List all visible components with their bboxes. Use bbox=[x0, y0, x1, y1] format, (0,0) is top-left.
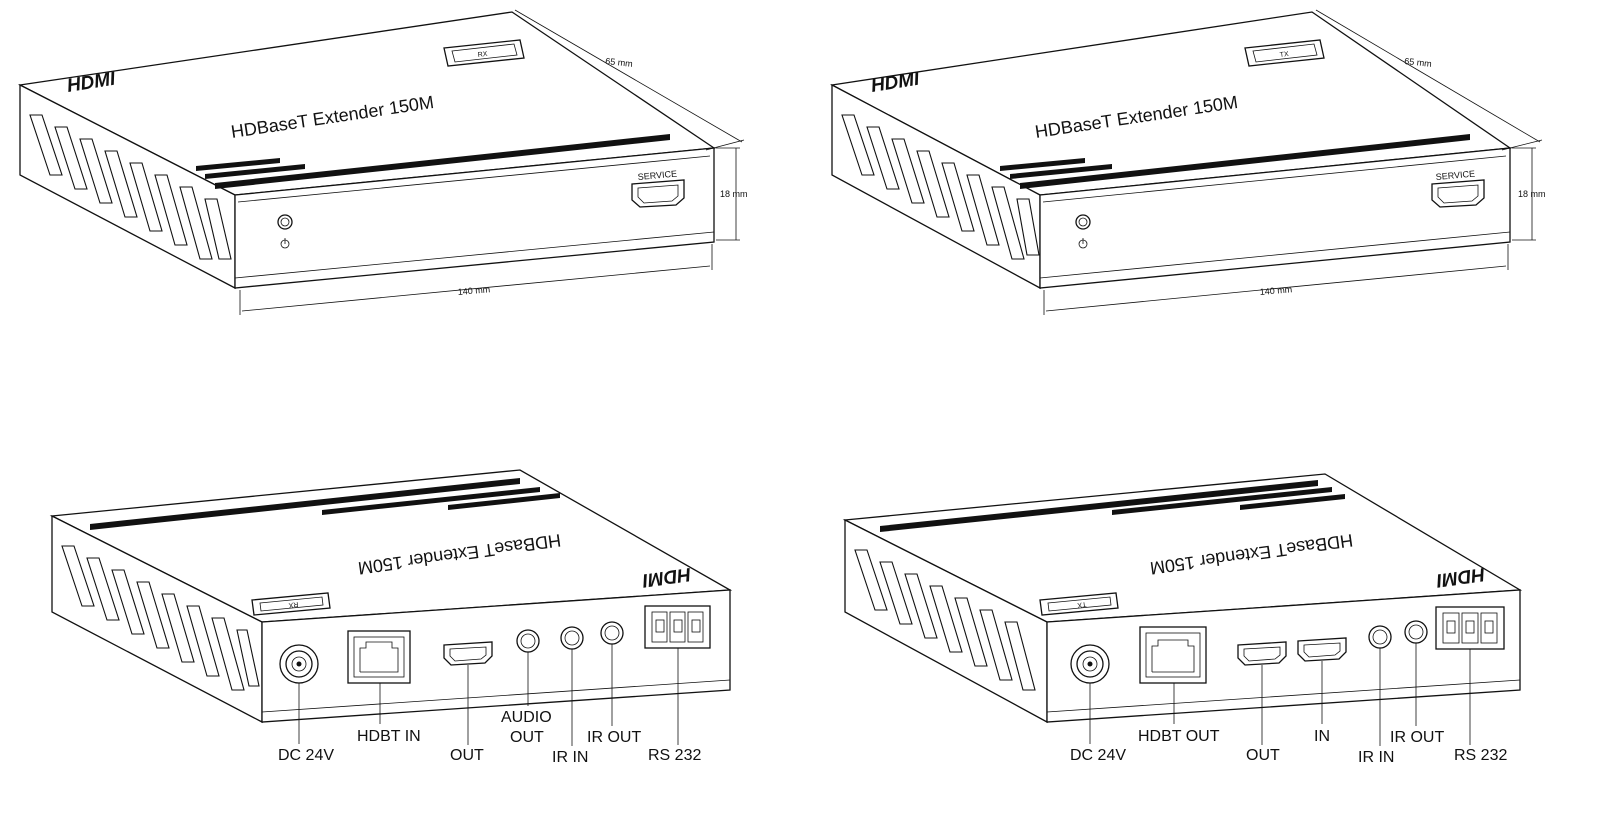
tx-front-service-port bbox=[1431, 179, 1485, 208]
rx-front-view: HDMI HDBaseT Extender 150M RX SERVICE 14… bbox=[17, 9, 748, 315]
rx-rear-hdbt-port bbox=[347, 630, 411, 684]
tx-front-front-face bbox=[1039, 147, 1511, 289]
tx-rear-label-dc: DC 24V bbox=[1070, 747, 1126, 764]
tx-front-dim-height: 18 mm bbox=[1512, 147, 1546, 241]
tx-rear-label-out: OUT bbox=[1246, 747, 1280, 764]
tx-rear-hdmi-in-port bbox=[1297, 637, 1347, 662]
tx-front-badge-frame bbox=[1244, 39, 1325, 67]
tx-front-side-vents bbox=[841, 114, 1040, 260]
tx-front-service-label: SERVICE bbox=[1435, 169, 1475, 182]
rx-rear-leader-lines bbox=[298, 644, 679, 746]
rx-front-service-port bbox=[631, 179, 685, 208]
rx-rear-stripe-1 bbox=[90, 478, 520, 530]
rx-front-badge-frame bbox=[443, 39, 525, 67]
tx-front-power-icon bbox=[1078, 238, 1088, 249]
rx-front-stripe-1 bbox=[196, 158, 280, 171]
rx-front-dim-height: 18 mm bbox=[716, 147, 748, 241]
rx-front-side-vents bbox=[29, 114, 232, 260]
rx-rear-stripe-2 bbox=[322, 487, 540, 515]
tx-rear-leader-lines bbox=[1089, 643, 1471, 746]
rx-front-upper-rim bbox=[237, 155, 711, 203]
rx-rear-back-face bbox=[261, 589, 731, 723]
rx-rear-side-vents bbox=[61, 545, 260, 691]
rx-front-stripe-2 bbox=[205, 164, 305, 179]
rx-rear-label-audio-2: OUT bbox=[510, 729, 544, 746]
rx-front-badge: RX bbox=[477, 51, 488, 59]
tx-rear-label-hdbt: HDBT OUT bbox=[1138, 728, 1220, 745]
tx-rear-label-ir-in: IR IN bbox=[1358, 749, 1394, 766]
rx-front-power-icon bbox=[280, 238, 290, 249]
tx-front-view: HDMI HDBaseT Extender 150M TX SERVICE 14… bbox=[829, 9, 1546, 315]
tx-rear-dc-port bbox=[1070, 644, 1110, 684]
rx-rear-label-ir-out: IR OUT bbox=[587, 729, 641, 746]
svg-text:65 mm: 65 mm bbox=[605, 56, 633, 69]
rx-rear-label-audio-1: AUDIO bbox=[501, 709, 552, 726]
tx-front-stripe-1 bbox=[1000, 158, 1085, 171]
tx-rear-stripe-2 bbox=[1112, 487, 1332, 515]
rx-front-power-button bbox=[277, 214, 293, 230]
tx-front-badge: TX bbox=[1279, 51, 1289, 59]
rx-front-service-label: SERVICE bbox=[637, 169, 677, 182]
tx-rear-hdbt-port bbox=[1139, 626, 1207, 684]
rx-rear-label-rs232: RS 232 bbox=[648, 747, 701, 764]
rx-rear-rs232-port bbox=[644, 605, 711, 649]
rx-rear-view: HDBaseT Extender 150M HDMI RX bbox=[49, 469, 733, 766]
tx-front-dim-depth: 65 mm bbox=[1315, 9, 1543, 151]
tx-rear-stripe-1 bbox=[880, 480, 1318, 532]
tx-rear-badge-frame bbox=[1039, 592, 1119, 616]
tx-rear-label-ir-out: IR OUT bbox=[1390, 729, 1444, 746]
rx-front-dim-depth: 65 mm bbox=[514, 9, 745, 151]
tx-rear-back-face bbox=[1046, 589, 1521, 723]
rx-rear-label-ir-in: IR IN bbox=[552, 749, 588, 766]
rx-front-rim bbox=[234, 231, 715, 279]
svg-text:140 mm: 140 mm bbox=[1259, 284, 1292, 297]
tx-rear-label-rs232: RS 232 bbox=[1454, 747, 1507, 764]
rx-rear-label-hdbt: HDBT IN bbox=[357, 728, 421, 745]
rx-rear-label-dc: DC 24V bbox=[278, 747, 334, 764]
rx-rear-badge: RX bbox=[288, 600, 299, 608]
rx-front-stripe-3 bbox=[215, 134, 670, 189]
rx-front-front-face bbox=[234, 147, 715, 289]
tx-front-stripe-3 bbox=[1020, 134, 1470, 189]
tx-rear-hdmi-out-port bbox=[1237, 641, 1287, 666]
rx-front-dim-width: 140 mm bbox=[239, 244, 713, 315]
tx-rear-label-in: IN bbox=[1314, 728, 1330, 745]
svg-text:18 mm: 18 mm bbox=[1518, 189, 1546, 199]
rx-rear-hdmi-out-port bbox=[443, 641, 493, 666]
svg-text:65 mm: 65 mm bbox=[1404, 56, 1432, 69]
svg-text:140 mm: 140 mm bbox=[457, 284, 490, 297]
rx-rear-stripe-3 bbox=[448, 493, 560, 510]
tx-rear-badge: TX bbox=[1077, 600, 1087, 608]
tx-front-power-button bbox=[1075, 214, 1091, 230]
rx-rear-badge-frame bbox=[251, 592, 331, 616]
tx-rear-stripe-3 bbox=[1240, 494, 1345, 510]
tx-front-stripe-2 bbox=[1010, 164, 1112, 179]
rx-rear-dc-port bbox=[279, 644, 319, 684]
tx-rear-side-vents bbox=[854, 549, 1036, 691]
tx-rear-view: HDBaseT Extender 150M HDMI TX bbox=[842, 473, 1523, 766]
svg-text:18 mm: 18 mm bbox=[720, 189, 748, 199]
rx-rear-label-out: OUT bbox=[450, 747, 484, 764]
tx-front-dim-width: 140 mm bbox=[1043, 244, 1509, 315]
